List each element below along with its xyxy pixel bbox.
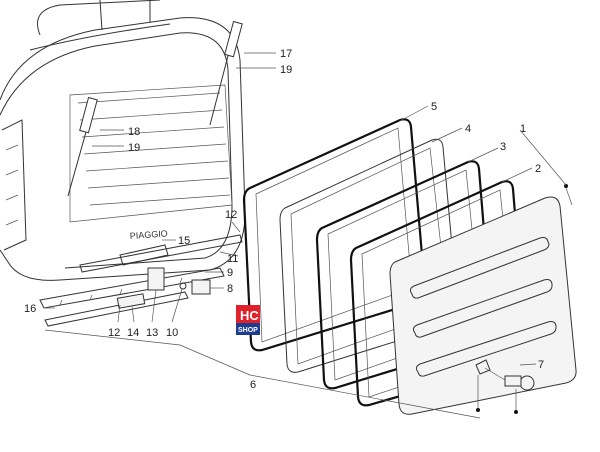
logo-top-text: HC	[240, 308, 259, 323]
callout-8: 8	[227, 283, 233, 295]
callout-15: 15	[178, 235, 190, 247]
callout-17: 17	[280, 48, 292, 60]
bracket-line-1	[519, 129, 567, 186]
gas-strut-left	[67, 96, 98, 197]
embossed-brand-label: PIAGGIO	[129, 228, 168, 241]
callout-13: 13	[146, 327, 158, 339]
callout-12-bottom: 12	[108, 327, 120, 339]
callout-6: 6	[250, 379, 256, 391]
callout-19-left: 19	[128, 142, 140, 154]
callout-numbers: 17 19 18 19 5 4 1 3 2 12 15 11 9 8 16 12…	[24, 48, 544, 391]
callout-10: 10	[166, 327, 178, 339]
panel-ribs	[409, 237, 557, 377]
hinge-strip-assembly	[39, 234, 243, 327]
callout-4: 4	[465, 123, 471, 135]
hc-shop-logo: HC SHOP	[236, 305, 260, 335]
callout-18: 18	[128, 126, 140, 138]
logo-top-band	[236, 305, 260, 323]
callout-16: 16	[24, 303, 36, 315]
door-panel	[389, 184, 577, 415]
callout-12-top: 12	[225, 209, 237, 221]
leader-lines	[44, 52, 537, 366]
callout-1: 1	[520, 123, 526, 135]
lock-assembly	[475, 359, 535, 414]
callout-5: 5	[431, 101, 437, 113]
callout-19-top: 19	[280, 64, 292, 76]
callout-14: 14	[127, 327, 139, 339]
gas-strut-right	[209, 20, 243, 126]
cargo-box-body: PIAGGIO	[0, 0, 246, 281]
callout-9: 9	[227, 267, 233, 279]
callout-11: 11	[227, 253, 238, 265]
bracket-line-6	[44, 329, 481, 419]
callout-7: 7	[538, 359, 544, 371]
callout-3: 3	[500, 141, 506, 153]
logo-bottom-text: SHOP	[238, 327, 258, 334]
callout-2: 2	[535, 163, 541, 175]
